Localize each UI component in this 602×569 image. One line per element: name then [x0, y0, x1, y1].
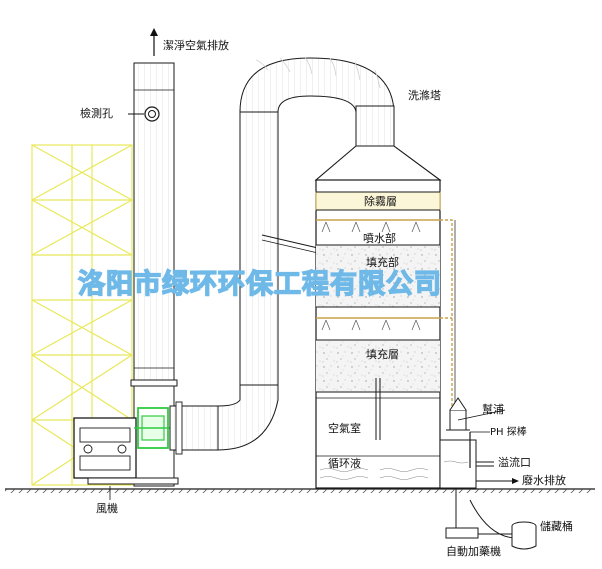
connecting-pipe	[239, 56, 395, 386]
wastewater-arrow-icon	[476, 478, 519, 484]
inlet-duct	[169, 379, 279, 455]
ground	[5, 488, 595, 493]
watermark: 洛阳市绿环环保工程有限公司	[78, 268, 442, 300]
overflow-label: 溢流口	[498, 455, 531, 469]
demister-label: 除霧層	[364, 194, 397, 208]
scrubber-tower	[314, 145, 442, 489]
ph-probe-label: PH 探棒	[490, 425, 527, 438]
wastewater-label: 廢水排放	[522, 473, 566, 487]
tower-label: 洗滌塔	[408, 88, 441, 102]
packing-layer-lower	[316, 340, 440, 392]
exhaust-arrow-icon	[150, 28, 158, 56]
inspection-port-icon	[128, 106, 160, 122]
pump-icon	[446, 397, 506, 431]
air-chamber-label: 空氣室	[328, 421, 361, 435]
fan-housing	[134, 407, 172, 449]
spray-section-label: 噴水部	[363, 231, 396, 245]
pump-label: 幫浦	[482, 402, 504, 416]
exhaust-label: 潔淨空氣排放	[163, 38, 229, 52]
dosing-pump-icon	[445, 488, 521, 539]
storage-tank-label: 儲藏桶	[540, 519, 573, 533]
dosing-pump-label: 自動加藥機	[446, 544, 501, 558]
storage-tank-icon	[511, 521, 537, 550]
side-tank	[439, 431, 490, 489]
packing-section-label: 填充部	[366, 255, 399, 269]
fan-label: 風機	[96, 501, 118, 515]
recirculation-pipe	[440, 219, 456, 430]
inspection-port-label: 檢測孔	[80, 106, 113, 120]
circulating-liquid-label: 循环液	[328, 456, 361, 470]
packing-section-upper	[316, 245, 440, 307]
packing-layer-label: 填充層	[366, 347, 399, 361]
support-frame	[31, 144, 133, 486]
overflow-pipe	[476, 461, 494, 467]
fan-unit	[73, 417, 179, 485]
